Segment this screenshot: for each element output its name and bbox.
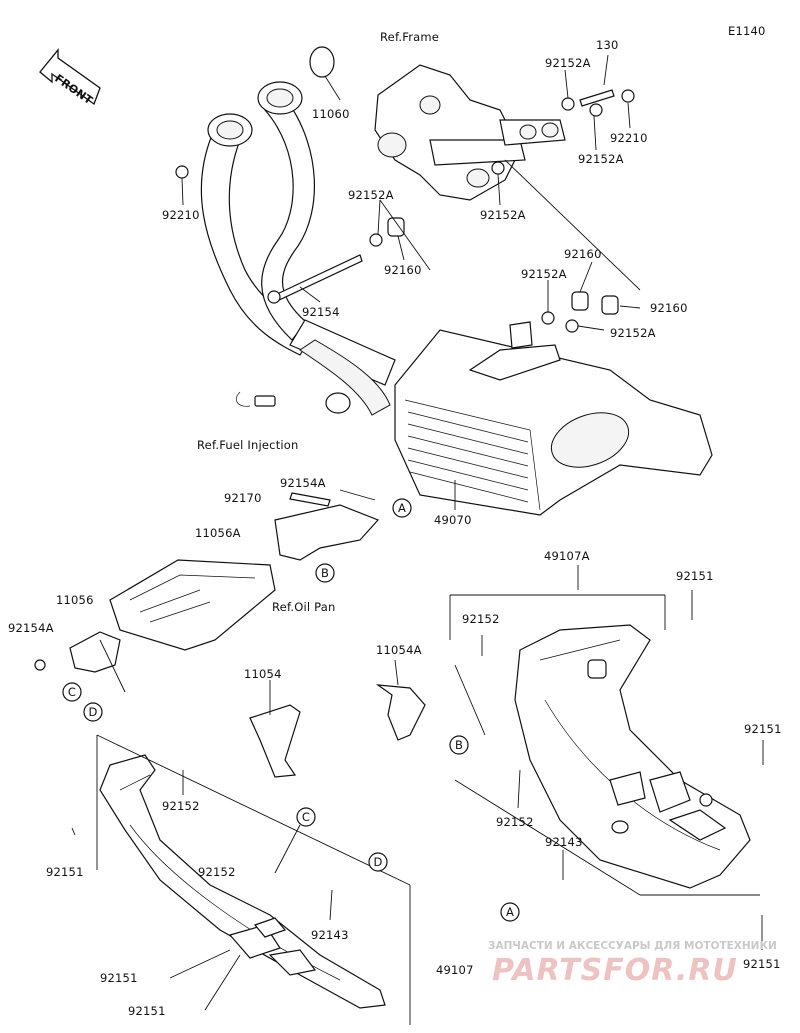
callout-letter-c-bottom: C [302, 810, 310, 824]
part-label: 11060 [312, 107, 350, 121]
part-label: 92143 [545, 835, 583, 849]
part-label: 92160 [384, 263, 422, 277]
callout-letter-d-bottom: D [373, 855, 382, 869]
ref-frame-label: Ref.Frame [380, 30, 439, 44]
callout-letter-b-top: B [321, 566, 329, 580]
part-label: 92160 [564, 247, 602, 261]
part-label: 92154A [8, 621, 54, 635]
watermark: ЗАПЧАСТИ И АКСЕССУАРЫ ДЛЯ МОТОТЕХНИКИ PA… [488, 940, 777, 988]
frame-reference-drawing [374, 64, 566, 201]
part-label: 92210 [162, 208, 200, 222]
callout-letter-a-top: A [398, 501, 406, 515]
part-label: 11054A [376, 643, 422, 657]
muffler-49070 [394, 321, 713, 516]
callout-letters: A B C D B C D A [68, 501, 514, 919]
part-label: 92152 [162, 799, 200, 813]
callout-circles [62, 498, 520, 922]
part-label: 92152A [578, 152, 624, 166]
part-label: 49070 [434, 513, 472, 527]
ref-fuel-injection-label: Ref.Fuel Injection [197, 438, 299, 452]
ref-oil-pan-label: Ref.Oil Pan [272, 600, 335, 614]
watermark-tagline: ЗАПЧАСТИ И АКСЕССУАРЫ ДЛЯ МОТОТЕХНИКИ [488, 940, 777, 952]
heat-cover-49107 [99, 754, 386, 1009]
part-label: 92154A [280, 476, 326, 490]
diagram-code: E1140 [728, 24, 766, 38]
part-label: 92152A [521, 267, 567, 281]
part-label: 130 [596, 38, 619, 52]
plate-92170 [289, 492, 331, 507]
callout-letter-c-left: C [68, 685, 76, 699]
part-label: 92152 [496, 815, 534, 829]
part-label: 92210 [610, 131, 648, 145]
oil-pan-reference-drawing [109, 559, 276, 651]
bracket-11056 [69, 631, 121, 673]
part-label: 92152 [462, 612, 500, 626]
part-label: 11054 [244, 667, 282, 681]
part-label: 92151 [46, 865, 84, 879]
upper-fasteners [175, 89, 635, 333]
gasket-ring-11060 [309, 46, 335, 78]
part-label: 92154 [302, 305, 340, 319]
part-label: 92152A [610, 326, 656, 340]
part-label: 92151 [100, 971, 138, 985]
callout-letter-d-left: D [88, 705, 97, 719]
part-label: 92152A [480, 208, 526, 222]
part-label: 92151 [128, 1004, 166, 1018]
exhaust-header-pipes [200, 81, 396, 416]
watermark-brand: PARTSFOR.RU [492, 953, 738, 988]
part-label: 92152 [198, 865, 236, 879]
part-label: 92152A [348, 188, 394, 202]
front-arrow-icon: FRONT [39, 48, 101, 107]
part-label: 92152A [545, 56, 591, 70]
callout-letter-a-bottom: A [506, 905, 514, 919]
bracket-11054 [249, 704, 301, 778]
leader-lines [71, 54, 764, 1025]
heat-cover-49107A [514, 624, 751, 889]
part-label: 92151 [743, 957, 781, 971]
oxygen-sensor [236, 391, 276, 407]
bracket-11054A [375, 684, 426, 741]
part-label: 11056 [56, 593, 94, 607]
part-label: 11056A [195, 526, 241, 540]
part-label: 92151 [676, 569, 714, 583]
part-number-labels: 130 92152A 92210 92152A 11060 92210 9215… [8, 38, 782, 1018]
part-label: 92160 [650, 301, 688, 315]
part-label: 92143 [311, 928, 349, 942]
part-label: 49107A [544, 549, 590, 563]
part-label: 92151 [744, 722, 782, 736]
bracket-11056A [274, 504, 380, 561]
part-label: 92170 [224, 491, 262, 505]
part-label: 49107 [436, 963, 474, 977]
callout-letter-b-right: B [455, 738, 463, 752]
